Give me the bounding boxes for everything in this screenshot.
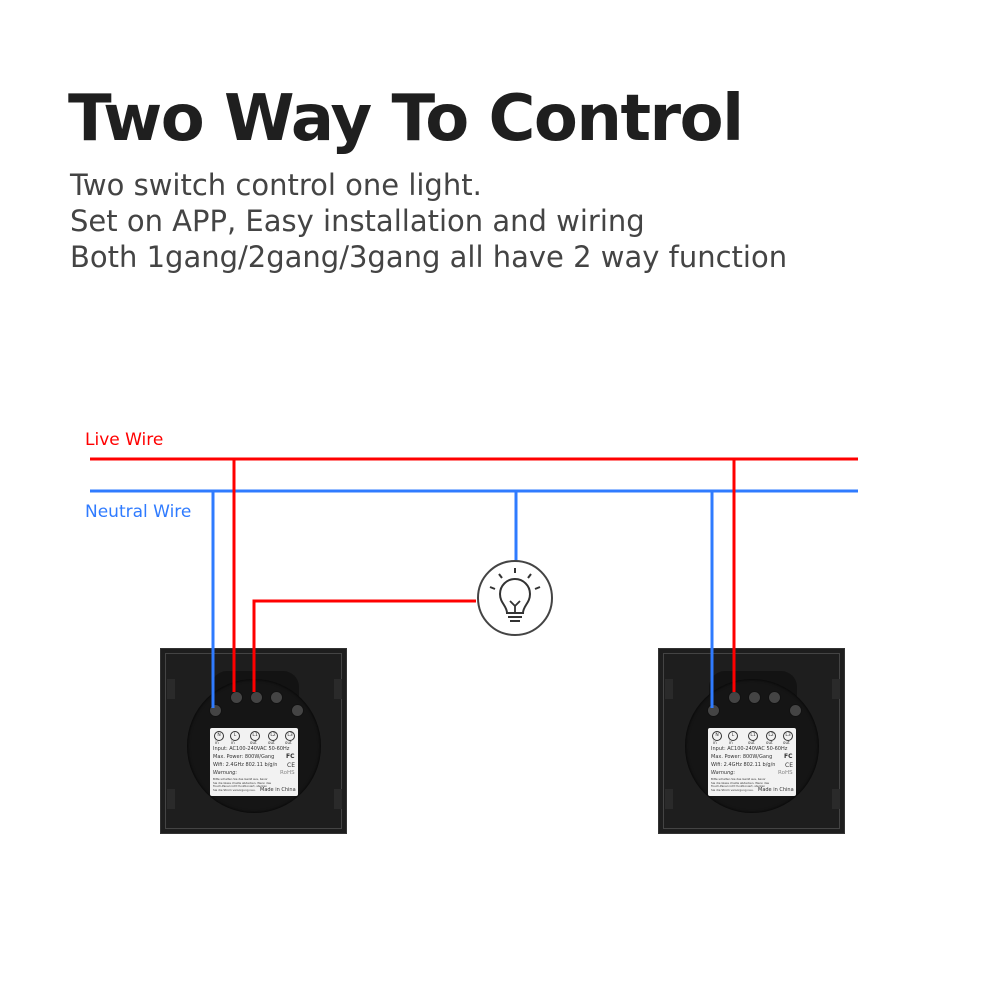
terminal-marker: N [214, 731, 224, 741]
subtitle-line-2: Set on APP, Easy installation and wiring [70, 204, 645, 238]
spec-power: Max. Power: 800W/Gang [711, 754, 773, 760]
terminal-l [230, 691, 243, 704]
terminal-direction: out [285, 740, 292, 745]
terminal-l2 [768, 691, 781, 704]
ce-mark: CE [785, 762, 793, 769]
warning-text: Bitte schalten Sie das Gerät aus, bevor … [711, 777, 769, 792]
spec-input: Input: AC100-240VAC 50-60Hz [213, 746, 290, 752]
terminal-l3 [291, 704, 304, 717]
terminal-direction: in [713, 740, 717, 745]
page-title: Two Way To Control [68, 82, 744, 156]
terminal-direction: in [231, 740, 235, 745]
terminal-direction: out [268, 740, 275, 745]
spec-wifi: Wifi: 2.4GHz 802.11 b/g/n [711, 762, 776, 768]
spec-wifi: Wifi: 2.4GHz 802.11 b/g/n [213, 762, 278, 768]
terminal-l1 [748, 691, 761, 704]
clip [334, 679, 342, 699]
clip [665, 679, 673, 699]
spec-input: Input: AC100-240VAC 50-60Hz [711, 746, 788, 752]
rohs-mark: RoHS [778, 770, 793, 776]
subtitle-line-1: Two switch control one light. [70, 168, 482, 202]
terminal-marker: L3 [285, 731, 295, 741]
terminal-marker: N [712, 731, 722, 741]
rohs-mark: RoHS [280, 770, 295, 776]
spec-power: Max. Power: 800W/Gang [213, 754, 275, 760]
live-wire-label: Live Wire [85, 430, 164, 450]
clip [832, 679, 840, 699]
terminal-direction: out [250, 740, 257, 745]
terminal-marker: L3 [783, 731, 793, 741]
left-load-wire [252, 599, 476, 692]
terminal-l2 [270, 691, 283, 704]
terminal-marker: L2 [766, 731, 776, 741]
warning-title: Warnung: [711, 770, 736, 776]
subtitle-line-3: Both 1gang/2gang/3gang all have 2 way fu… [70, 240, 788, 274]
warning-text: Bitte schalten Sie das Gerät aus, bevor … [213, 777, 271, 792]
ce-mark: CE [287, 762, 295, 769]
fc-mark: FC [286, 753, 295, 760]
clip [167, 679, 175, 699]
terminal-l3 [789, 704, 802, 717]
terminal-l1 [250, 691, 263, 704]
terminal-direction: out [748, 740, 755, 745]
made-in: Made in China [758, 787, 794, 793]
clip [665, 789, 673, 809]
terminal-marker: L2 [268, 731, 278, 741]
terminal-marker: L [728, 731, 738, 741]
terminal-marker: L1 [748, 731, 758, 741]
fc-mark: FC [784, 753, 793, 760]
terminal-marker: L [230, 731, 240, 741]
clip [334, 789, 342, 809]
terminal-direction: out [766, 740, 773, 745]
terminal-direction: in [729, 740, 733, 745]
warning-title: Warnung: [213, 770, 238, 776]
neutral-wire-label: Neutral Wire [85, 502, 192, 522]
made-in: Made in China [260, 787, 296, 793]
switch-frame [663, 653, 840, 829]
clip [832, 789, 840, 809]
terminal-direction: out [783, 740, 790, 745]
terminal-direction: in [215, 740, 219, 745]
terminal-marker: L1 [250, 731, 260, 741]
clip [167, 789, 175, 809]
lightbulb-icon [477, 560, 553, 636]
